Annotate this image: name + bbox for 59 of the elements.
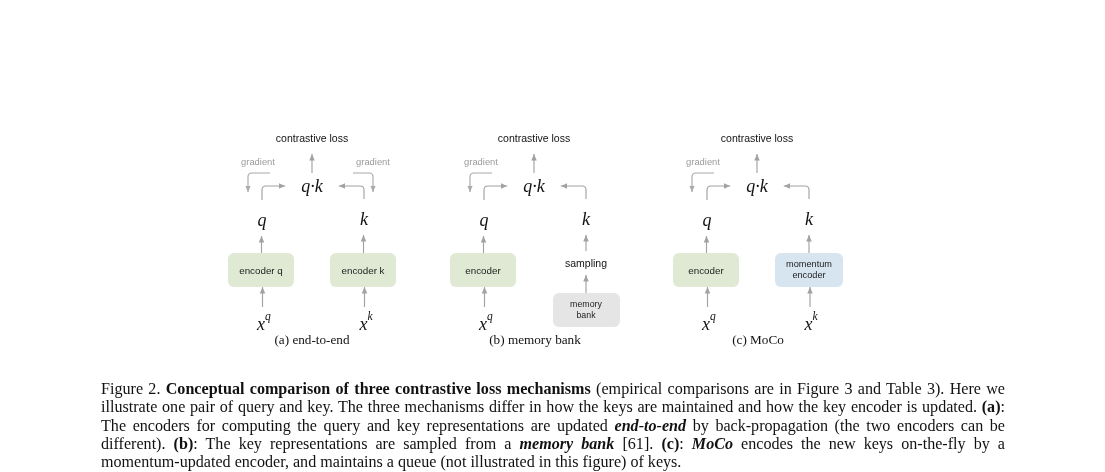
loss-label: contrastive loss (275, 132, 349, 154)
arrow (259, 286, 266, 308)
process-label: sampling (565, 251, 607, 275)
loss-label: contrastive loss (720, 132, 794, 154)
arrow (481, 286, 488, 308)
encoder-box (228, 253, 294, 287)
figure-caption: Figure 2. Conceptual comparison of three contrastive loss mechanisms (empirical comparisons are in Figure 3 and Table 3). Here we illustrate one pair of query and key. The three mechanisms differ in how the keys are maintained and how the key encoder is updated. (a): The encoders for computing the query and key representations are updated end-to-end by back-propagation (the two encoders can be different). (b): The key representations are sampled from a memory bank [61]. (c): MoCo encodes the new keys on-the-fly by a momentum-updated encoder, and maintains a queue (not illustrated in this figure) of keys. (101, 380, 1005, 472)
box-label: encoder q (239, 264, 283, 276)
arrow (531, 153, 537, 174)
box-label: memory bank (569, 299, 603, 321)
arrow (704, 286, 711, 308)
math-label: k (357, 199, 371, 235)
box-label: encoder (465, 264, 501, 276)
box-label: encoder k (341, 264, 385, 276)
math-label: q (699, 200, 715, 236)
arrow (583, 234, 589, 252)
arrow (560, 183, 587, 200)
encoder-box (450, 253, 516, 287)
formula-label: q·k (285, 173, 339, 199)
math-label: q (254, 200, 270, 236)
arrow (258, 235, 265, 254)
math-label: x$^{k}$ (357, 307, 375, 333)
gradient-label: gradient (464, 155, 498, 167)
math-label: q (476, 200, 492, 236)
arrow (706, 183, 731, 201)
encoder-box (775, 253, 843, 287)
math-label: x$^{k}$ (802, 307, 820, 333)
math-label: x$^{q}$ (255, 307, 273, 333)
formula-label: q·k (507, 173, 561, 199)
encoder-box (673, 253, 739, 287)
subcaption: (c) MoCo (732, 331, 784, 347)
gradient-label: gradient (686, 155, 720, 167)
arrow (806, 234, 812, 254)
arrow (309, 153, 315, 174)
arrow (360, 234, 367, 254)
arrow (261, 183, 286, 201)
arrow (754, 153, 760, 174)
math-label: k (579, 199, 593, 235)
arrow (783, 183, 810, 200)
math-label: x$^{q}$ (700, 307, 718, 333)
subcaption: (a) end-to-end (274, 331, 350, 347)
arrow (583, 274, 589, 294)
box-label: momentum encoder (785, 259, 833, 281)
gradient-label: gradient (241, 155, 275, 167)
box-label: encoder (688, 264, 724, 276)
subcaption: (b) memory bank (489, 331, 581, 347)
math-label: x$^{q}$ (477, 307, 495, 333)
arrow (483, 183, 508, 201)
math-label: k (802, 199, 816, 235)
encoder-box (330, 253, 396, 287)
arrow (338, 183, 365, 200)
loss-label: contrastive loss (497, 132, 571, 154)
formula-label: q·k (730, 173, 784, 199)
arrow (703, 235, 710, 254)
arrow (361, 286, 368, 308)
arrow (807, 286, 813, 308)
arrow (480, 235, 487, 254)
memory-bank-box (552, 293, 620, 327)
gradient-label: gradient (356, 155, 390, 167)
